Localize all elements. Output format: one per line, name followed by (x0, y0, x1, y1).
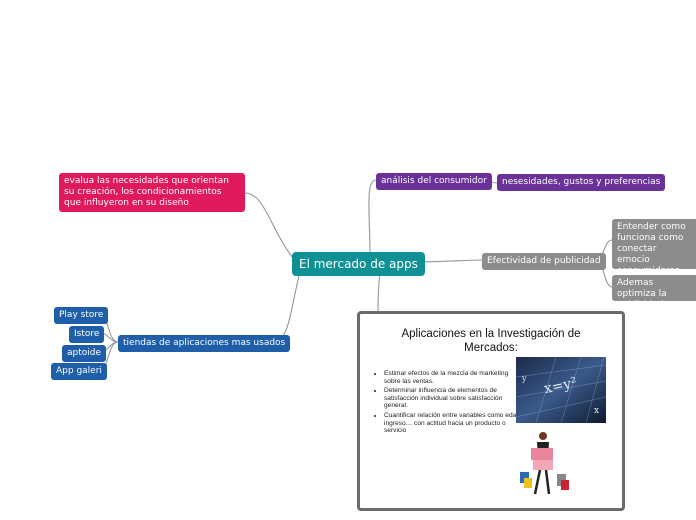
topic-necesidades-gustos[interactable]: nesesidades, gustos y preferencias (497, 174, 666, 191)
shopping-woman-image (520, 432, 569, 495)
slide-bullet: Estimar efectos de la mezcla de marketin… (384, 370, 522, 385)
slide-bullet: Determinar influencia de elementos de sa… (384, 387, 522, 410)
store-item-app-galeri[interactable]: App galeri (51, 363, 107, 380)
store-item-istore[interactable]: Istore (69, 326, 105, 343)
slide-bullet-list: Estimar efectos de la mezcla de marketin… (372, 370, 522, 437)
topic-entender-funciona[interactable]: Entender como funciona como conectar emo… (612, 219, 696, 269)
topic-tiendas-aplicaciones[interactable]: tiendas de aplicaciones mas usados (118, 335, 291, 352)
central-topic[interactable]: El mercado de apps (292, 252, 425, 276)
store-item-play-store[interactable]: Play store (54, 307, 109, 324)
svg-text:x=y²: x=y² (543, 375, 579, 398)
topic-analisis-consumidor[interactable]: análisis del consumidor (376, 173, 492, 190)
math-formula-image: x=y² y x (516, 357, 606, 423)
topic-evalua-necesidades[interactable]: evalua las necesidades que orientan su c… (59, 173, 245, 212)
topic-optimiza-publicidad[interactable]: Ademas optimiza la publicidad (612, 275, 696, 301)
svg-text:y: y (521, 374, 527, 383)
svg-text:x: x (594, 406, 599, 416)
embedded-slide[interactable]: Aplicaciones en la Investigación de Merc… (357, 311, 625, 511)
topic-efectividad-publicidad[interactable]: Efectividad de publicidad (482, 253, 606, 270)
slide-bullet: Cuantificar relación entre variables com… (384, 412, 522, 435)
store-item-aptoide[interactable]: aptoide (62, 345, 107, 362)
slide-title: Aplicaciones en la Investigación de Merc… (401, 328, 581, 354)
